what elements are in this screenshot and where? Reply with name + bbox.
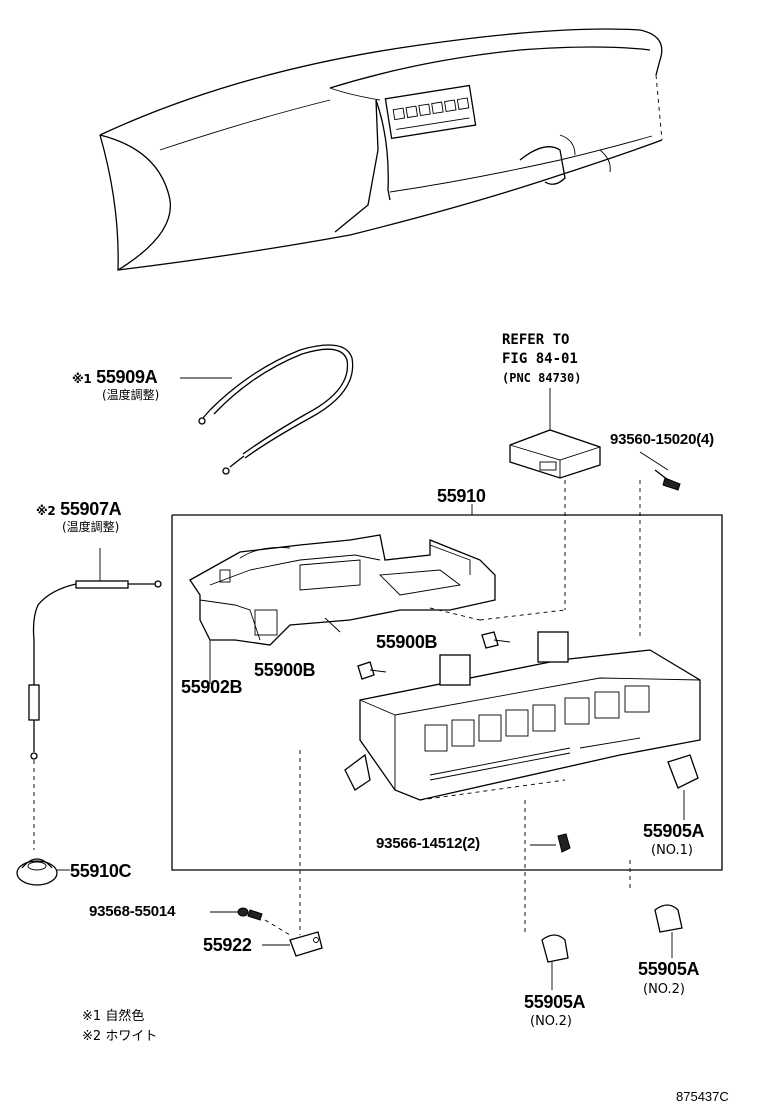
label-55905A-no1: 55905A <box>643 821 705 841</box>
bracket-55902B-illustration <box>189 534 566 684</box>
screw-93566-illustration <box>530 833 571 853</box>
label-55905A-no2b: 55905A <box>638 959 700 979</box>
note-2-mark: ※2 <box>82 1029 102 1044</box>
screw-93568-illustration <box>210 907 263 921</box>
label-55922: 55922 <box>203 935 252 955</box>
label-55907A: ※2 55907A <box>36 499 122 519</box>
label-93566: 93566-14512(2) <box>376 835 480 852</box>
screw-55900B-illustrations <box>357 631 511 680</box>
screw-93560-illustration <box>639 451 681 640</box>
label-55910C: 55910C <box>70 861 132 881</box>
label-55909A-desc: (温度調整) <box>102 388 160 402</box>
refer-line1: REFER TO <box>502 332 570 348</box>
knob-55905A-no2b-illustration <box>629 860 683 958</box>
note-2: ※2 ホワイト <box>82 1030 157 1043</box>
note-1-mark: ※1 <box>82 1009 102 1024</box>
label-55900B-b: 55900B <box>254 660 316 680</box>
label-55907A-desc: (温度調整) <box>62 520 120 534</box>
label-55905A-no2a-desc: (NO.2) <box>530 1014 572 1029</box>
clip-55922-illustration <box>262 750 323 957</box>
label-55907A-mark: ※2 <box>36 504 56 518</box>
label-55909A: ※1 55909A <box>72 367 158 387</box>
note-1: ※1 自然色 <box>82 1010 144 1023</box>
cable-55909A-illustration <box>180 344 354 475</box>
refer-line2: FIG 84-01 <box>502 351 578 367</box>
label-55909A-mark: ※1 <box>72 372 92 386</box>
relay-unit-illustration <box>509 388 601 610</box>
assembly-box-55910 <box>171 504 723 871</box>
label-55907A-number: 55907A <box>60 499 122 519</box>
figure-code: 875437C <box>676 1089 729 1104</box>
refer-line3: (PNC 84730) <box>502 371 582 385</box>
label-55900B-a: 55900B <box>376 632 438 652</box>
note-1-text: 自然色 <box>105 1009 145 1024</box>
note-2-text: ホワイト <box>105 1029 158 1044</box>
knob-55905A-no2a-illustration <box>524 800 569 990</box>
label-55910: 55910 <box>437 486 486 506</box>
label-55902B: 55902B <box>181 677 243 697</box>
cable-55907A-illustration <box>28 548 162 850</box>
dashboard-illustration <box>99 28 663 271</box>
label-55909A-number: 55909A <box>96 367 158 387</box>
label-55905A-no2b-desc: (NO.2) <box>643 982 685 997</box>
label-55905A-no2a: 55905A <box>524 992 586 1012</box>
label-55905A-no1-desc: (NO.1) <box>651 843 693 858</box>
grommet-55910C-illustration <box>16 858 70 886</box>
knob-55905A-no1-illustration <box>667 754 699 820</box>
label-93560: 93560-15020(4) <box>610 431 714 448</box>
control-panel-illustration <box>344 631 701 801</box>
label-93568: 93568-55014 <box>89 903 176 920</box>
